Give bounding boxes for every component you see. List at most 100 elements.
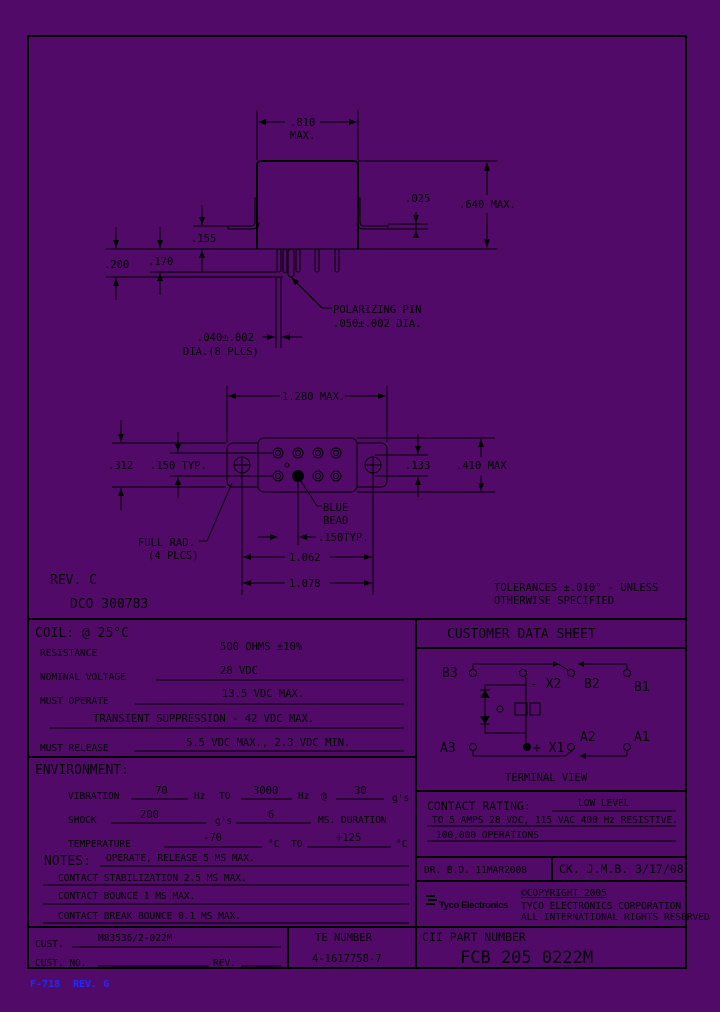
contact-rating: CONTACT RATING: LOW LEVEL TO 5 AMPS 28 V… — [427, 798, 678, 842]
note-item: CONTACT STABILIZATION 2.5 MS MAX. — [58, 873, 247, 884]
te-number-value: 4-1617758-7 — [312, 953, 382, 965]
shock-g: 200 — [140, 809, 159, 821]
hz-unit: Hz — [298, 791, 309, 802]
cust-label: CUST. — [35, 939, 64, 950]
vibration-g: 30 — [354, 785, 367, 797]
dim-width: .810 — [290, 117, 315, 129]
dim-width-note: MAX. — [290, 130, 315, 142]
terminal-x2: - X2 — [530, 677, 561, 692]
shock-label: SHOCK — [68, 815, 97, 826]
dim-overall-width: .410 MAX — [456, 460, 507, 472]
at-label: @ — [321, 791, 327, 802]
dim-pin-spacing: .150TYP. — [318, 532, 369, 544]
full-radius-label: FULL RAD. — [138, 537, 195, 549]
must-operate-value: 13.5 VDC MAX. — [222, 688, 304, 700]
dim-pin-dia: .040±.002 — [197, 332, 254, 344]
revision-label: REV. C — [50, 573, 97, 588]
tolerances-line-1: TOLERANCES ±.010" - UNLESS — [494, 582, 658, 594]
terminal-x1: + X1 — [533, 741, 564, 756]
nominal-voltage-value: 28 VDC — [220, 665, 258, 677]
note-item: CONTACT BOUNCE 1 MS MAX. — [58, 891, 195, 902]
company-block: Tyco Electronics ©COPYRIGHT 2005 TYCO EL… — [426, 888, 710, 923]
must-release-label: MUST RELEASE — [40, 743, 109, 754]
terminal-a3: A3 — [440, 741, 456, 756]
notes-title: NOTES: — [44, 854, 91, 869]
form-revision: REV. G — [73, 979, 109, 990]
shock-ms: 6 — [268, 809, 274, 821]
terminal-view-caption: TERMINAL VIEW — [505, 772, 588, 784]
sheet-title: CUSTOMER DATA SHEET — [447, 627, 596, 642]
terminal-a1: A1 — [634, 730, 650, 745]
tyco-logo: Tyco Electronics — [426, 895, 508, 911]
dim-flange-width: .312 — [108, 460, 133, 472]
coil-section: COIL: @ 25°C RESISTANCE 500 OHMS ±10% NO… — [35, 626, 404, 754]
vibration-label: VIBRATION — [68, 791, 120, 802]
dim-hole-dia: .133 — [405, 460, 430, 472]
side-view-drawing: .810 MAX. .640 MAX. .025 .155 .200 .170 … — [104, 110, 516, 358]
logo-text: Tyco Electronics — [439, 900, 508, 911]
terminal-a2: A2 — [580, 730, 596, 745]
dim-hole-spacing-2: 1.078 — [289, 578, 321, 590]
to-label: TO — [291, 839, 303, 850]
dim-pin-total: .200 — [104, 259, 129, 271]
checked-by: CK. J.M.B. 3/17/08 — [559, 862, 684, 876]
customer-section: CUST. M83536/2-022M CUST. NO. REV. TE NU… — [35, 932, 382, 969]
tolerances-line-2: OTHERWISE SPECIFIED — [494, 595, 614, 607]
full-radius-count: (4 PLCS) — [148, 550, 199, 562]
part-number-value: FCB 205 0222M — [460, 948, 593, 968]
drawn-by: DR. B.D. 11MAR2008 — [424, 865, 527, 876]
contact-rating-line-2: TO 5 AMPS 28 VDC, 115 VAC 400 Hz RESISTI… — [432, 815, 678, 826]
coil-title: COIL: @ 25°C — [35, 626, 129, 641]
resistance-label: RESISTANCE — [40, 648, 97, 659]
frame — [27, 35, 687, 969]
polarizing-pin-dia: .050±.002 DIA. — [333, 318, 422, 330]
terminal-b3: B3 — [442, 666, 458, 681]
duration-label: MS. DURATION — [318, 815, 387, 826]
pins — [276, 248, 340, 278]
hz-unit: Hz — [194, 791, 205, 802]
copyright: ©COPYRIGHT 2005 — [521, 888, 607, 899]
must-operate-label: MUST OPERATE — [40, 696, 109, 707]
environment-section: ENVIRONMENT: VIBRATION 70 Hz TO 3000 Hz … — [35, 763, 409, 850]
nominal-voltage-label: NOMINAL VOLTAGE — [40, 672, 126, 683]
cust-value: M83536/2-022M — [98, 933, 173, 944]
rev-label: REV. — [213, 958, 236, 969]
celsius-unit: °C — [268, 839, 279, 850]
g-unit: g's — [392, 793, 409, 804]
dim-flange-height: .155 — [191, 233, 216, 245]
rights-reserved: ALL INTERNATIONAL RIGHTS RESERVED — [521, 912, 710, 923]
environment-title: ENVIRONMENT: — [35, 763, 129, 778]
dim-hole-spacing-1: 1.062 — [289, 552, 321, 564]
note-item: CONTACT BREAK BOUNCE 0.1 MS MAX. — [58, 911, 241, 922]
dim-overall-length: 1.280 MAX. — [282, 391, 345, 403]
temperature-to: +125 — [336, 832, 361, 844]
transient-suppression: TRANSIENT SUPPRESSION - 42 VDC MAX. — [93, 713, 314, 725]
contact-rating-line-3: 100,000 OPERATIONS — [436, 830, 539, 841]
contact-level: LOW LEVEL — [578, 798, 630, 809]
must-release-value: 5.5 VDC MAX., 2.3 VDC MIN. — [186, 737, 350, 749]
pin-grid — [272, 447, 342, 482]
temperature-label: TEMPERATURE — [68, 839, 131, 850]
terminal-diagram: B3 - X2 B2 B1 A3 + X1 A2 A1 TERMINAL VIE… — [440, 661, 650, 784]
bottom-view-drawing: 1.280 MAX. .312 .150 TYP. .133 .410 MAX … — [108, 386, 507, 595]
dim-flange-thickness: .025 — [405, 193, 430, 205]
dim-row-spacing: .150 TYP. — [150, 460, 207, 472]
corporation: TYCO ELECTRONICS CORPORATION — [521, 901, 681, 912]
terminal-b1: B1 — [634, 680, 650, 695]
dco-number: DCO 300783 — [70, 597, 148, 612]
note-item: OPERATE, RELEASE 5 MS MAX. — [106, 853, 255, 864]
to-label: TO — [219, 791, 231, 802]
notes-section: NOTES: OPERATE, RELEASE 5 MS MAX. CONTAC… — [43, 853, 409, 924]
vibration-to: 3000 — [253, 785, 278, 797]
polarizing-pin-label: POLARIZING PIN — [333, 304, 422, 316]
resistance-value: 500 OHMS ±10% — [220, 641, 303, 653]
form-number: F-718 — [30, 979, 60, 990]
dim-pin-dia-note: DIA.(8 PLCS) — [183, 346, 259, 358]
celsius-unit: °C — [396, 839, 407, 850]
te-number-label: TE NUMBER — [315, 932, 373, 944]
temperature-from: -70 — [203, 832, 222, 844]
blue-bead-label-1: BLUE — [323, 502, 348, 514]
contact-rating-label: CONTACT RATING: — [427, 799, 531, 813]
blue-bead-label-2: BEAD — [323, 515, 348, 527]
cust-no-label: CUST. NO. — [35, 958, 86, 969]
